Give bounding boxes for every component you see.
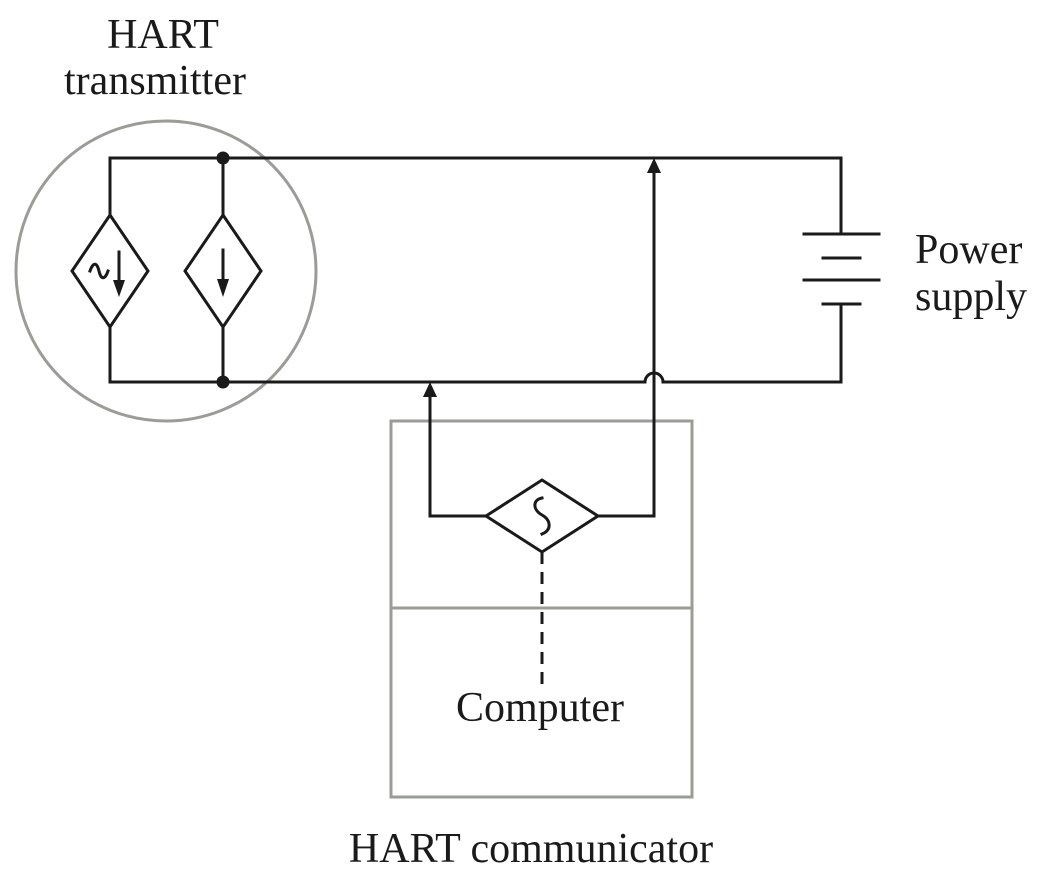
transmitter-label-line1: HART [107, 12, 219, 58]
power-supply-label-line1: Power [915, 227, 1022, 273]
communicator-lead-right [596, 165, 656, 518]
hart-communicator-label: HART communicator [349, 826, 713, 872]
transmitter-label-line2: transmitter [64, 58, 246, 104]
computer-label: Computer [456, 685, 624, 731]
communicator-lead-left [428, 389, 488, 518]
dependent-current-source-icon [183, 212, 263, 330]
lead-right-arrowhead [647, 158, 661, 173]
battery-icon [802, 232, 881, 306]
junction-dot-top [216, 151, 230, 165]
transmitter-enclosure [14, 119, 318, 423]
power-supply-label-line2: supply [915, 274, 1027, 320]
junction-dot-bottom [216, 375, 230, 389]
lead-left-arrowhead [423, 382, 437, 397]
ac-dependent-current-source-icon [70, 212, 150, 330]
ac-source-modem-icon [483, 478, 601, 554]
